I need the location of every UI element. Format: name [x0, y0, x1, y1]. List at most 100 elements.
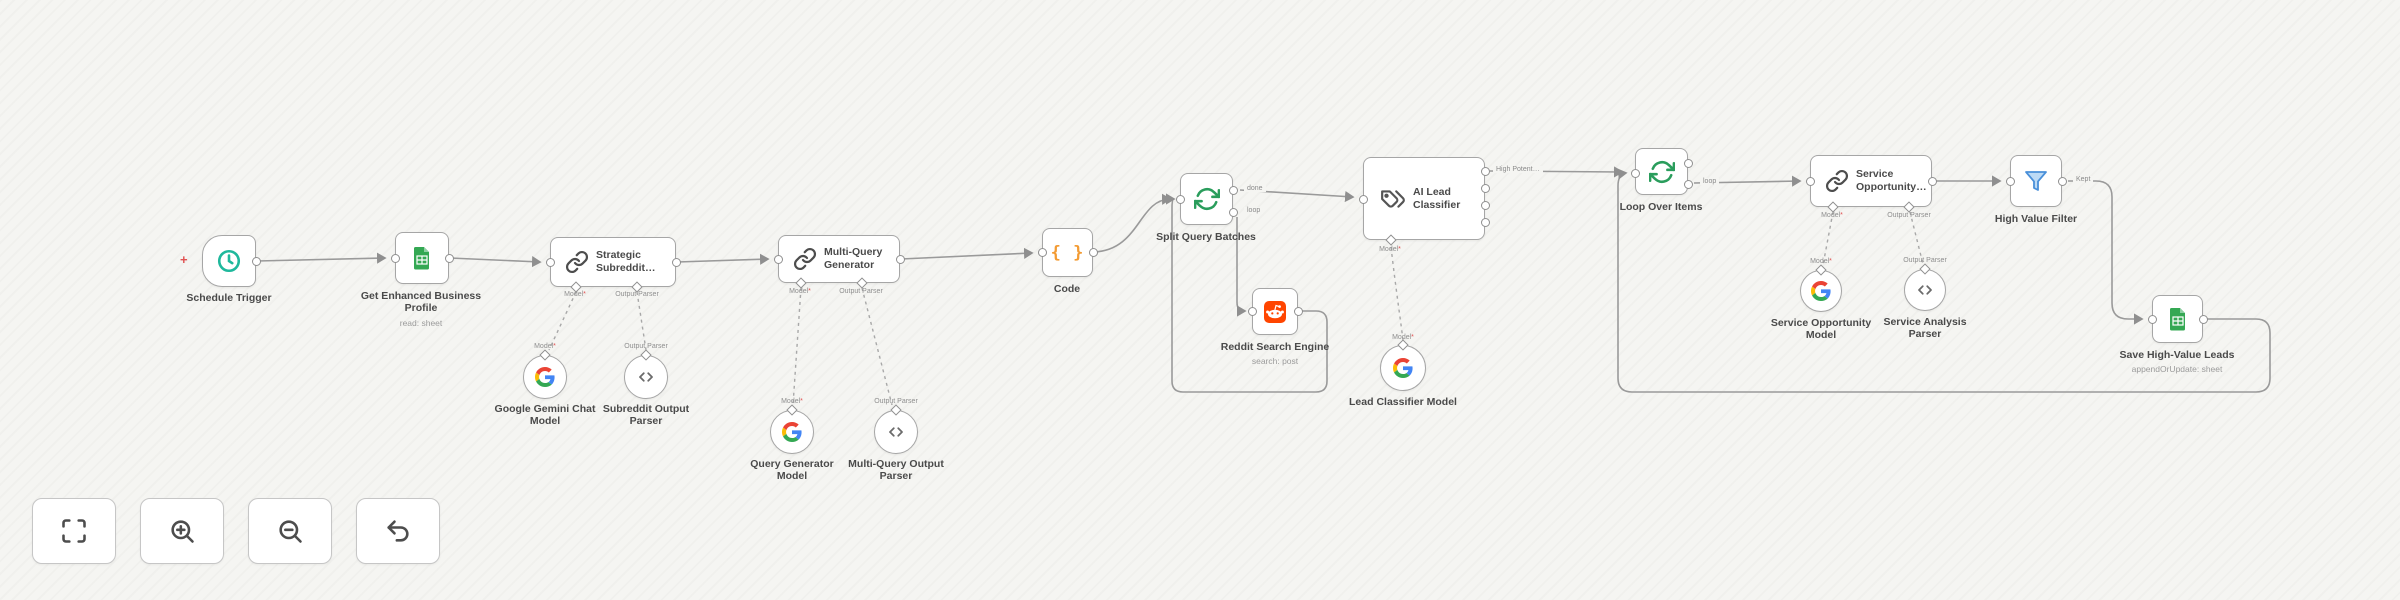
node-ai-lead-classifier[interactable]: AI Lead Classifier — [1358, 157, 1490, 246]
connection-save-loop-loopback[interactable] — [1617, 168, 2271, 393]
input-port[interactable] — [2147, 314, 2157, 324]
code-brackets-icon — [1916, 281, 1934, 299]
output-port[interactable] — [895, 254, 905, 264]
node-strategic-subreddit[interactable]: Strategic Subreddit… — [545, 237, 681, 293]
output-label-loop: loop — [1700, 178, 1720, 185]
output-port-3[interactable] — [1480, 201, 1490, 210]
node-get-enhanced-business-profile[interactable] — [390, 232, 454, 284]
output-port-1[interactable] — [1480, 167, 1490, 176]
input-port[interactable] — [1630, 169, 1640, 178]
output-port-loop[interactable] — [1228, 208, 1238, 217]
connection-split-reddit[interactable] — [1236, 217, 1247, 317]
node-reddit-search-engine[interactable] — [1247, 288, 1303, 335]
node-title: AI Lead Classifier — [1413, 185, 1461, 211]
connection-reddit-split-loopback[interactable] — [1165, 193, 1328, 393]
node-query-generator-model[interactable] — [770, 404, 814, 454]
node-label: High Value Filter — [1994, 213, 2078, 225]
output-port-done[interactable] — [1228, 186, 1238, 195]
input-port[interactable] — [773, 254, 783, 264]
connection-profile-strategic[interactable] — [449, 256, 542, 268]
port-label-model: Model* — [1810, 258, 1832, 265]
node-sublabel: appendOrUpdate: sheet — [2131, 364, 2223, 375]
input-port[interactable] — [545, 257, 555, 267]
connection-code-split[interactable] — [1093, 193, 1172, 253]
zoom-out-button[interactable] — [248, 498, 332, 564]
input-port[interactable] — [1805, 176, 1815, 186]
output-port-done[interactable] — [1683, 159, 1693, 168]
input-port[interactable] — [1247, 307, 1257, 316]
output-port[interactable] — [1293, 307, 1303, 316]
node-high-value-filter[interactable] — [2005, 155, 2067, 207]
fit-view-button[interactable] — [32, 498, 116, 564]
node-save-high-value-leads[interactable] — [2147, 295, 2208, 343]
output-port-2[interactable] — [1480, 184, 1490, 193]
input-port[interactable] — [390, 253, 400, 263]
output-port-loop[interactable] — [1683, 180, 1693, 189]
node-title: Multi-Query Generator — [824, 246, 883, 271]
node-label: Reddit Search Engine — [1220, 341, 1330, 353]
google-g-icon — [1393, 358, 1413, 378]
output-port[interactable] — [2057, 176, 2067, 186]
chain-link-icon — [793, 247, 817, 271]
connection-multiquery-code[interactable] — [900, 247, 1034, 260]
output-port[interactable] — [2198, 314, 2208, 324]
node-multi-query-generator[interactable]: Multi-Query Generator — [773, 235, 905, 289]
output-port[interactable] — [1088, 248, 1098, 257]
port-label-model: Model* — [1392, 334, 1414, 341]
node-label: Subreddit Output Parser — [602, 403, 690, 428]
zoom-in-button[interactable] — [140, 498, 224, 564]
input-port[interactable] — [1037, 248, 1047, 257]
output-port-4[interactable] — [1480, 218, 1490, 227]
google-sheets-icon — [2167, 307, 2189, 331]
node-label: Service Opportunity Model — [1770, 317, 1872, 342]
connection-filter-save[interactable] — [2068, 180, 2144, 325]
node-lead-classifier-model[interactable] — [1380, 339, 1426, 391]
output-port[interactable] — [444, 253, 454, 263]
chain-link-icon — [1825, 169, 1849, 193]
undo-button[interactable] — [356, 498, 440, 564]
curly-braces-icon: { } — [1050, 242, 1085, 263]
node-service-opportunity[interactable]: Service Opportunity… — [1805, 155, 1937, 213]
node-label: Loop Over Items — [1619, 201, 1703, 213]
connection-classifier-model[interactable] — [1390, 246, 1404, 341]
google-g-icon — [1811, 281, 1831, 301]
google-g-icon — [782, 422, 802, 442]
connection-service-parser[interactable] — [1909, 211, 1924, 265]
port-label-model: Model* — [564, 291, 586, 298]
node-label: Lead Classifier Model — [1349, 396, 1457, 408]
node-schedule-trigger[interactable] — [202, 235, 261, 287]
port-label-model: Model* — [789, 288, 811, 295]
input-port[interactable] — [2005, 176, 2015, 186]
connection-multiquery-model[interactable] — [792, 287, 802, 406]
node-google-gemini-chat-model[interactable] — [523, 349, 567, 399]
node-service-opportunity-model[interactable] — [1800, 264, 1842, 312]
node-loop-over-items[interactable] — [1630, 148, 1693, 195]
undo-icon — [384, 517, 412, 545]
connection-strategic-parser[interactable] — [636, 291, 647, 351]
connection-strategic-gemini[interactable] — [548, 291, 577, 351]
funnel-icon — [2024, 169, 2048, 193]
input-port[interactable] — [1358, 195, 1368, 204]
output-port[interactable] — [251, 256, 261, 266]
output-port[interactable] — [671, 257, 681, 267]
node-label: Multi-Query Output Parser — [848, 458, 944, 483]
node-service-analysis-parser[interactable] — [1904, 263, 1946, 311]
port-label-output-parser: Output Parser — [624, 343, 668, 350]
connection-multiquery-parser[interactable] — [861, 287, 893, 406]
connection-strategic-multiquery[interactable] — [676, 253, 770, 265]
node-label: Code — [1053, 283, 1081, 295]
connection-service-model[interactable] — [1822, 211, 1834, 266]
node-subreddit-output-parser[interactable] — [624, 349, 668, 399]
node-title: Strategic Subreddit… — [596, 249, 656, 274]
node-multi-query-output-parser[interactable] — [874, 404, 918, 454]
add-trigger-hint[interactable]: + — [180, 252, 188, 267]
node-label: Save High-Value Leads — [2119, 349, 2235, 361]
output-port[interactable] — [1927, 176, 1937, 186]
input-port[interactable] — [1175, 194, 1185, 204]
node-split-query-batches[interactable] — [1175, 173, 1238, 225]
connection-trigger-profile[interactable] — [256, 252, 387, 264]
node-code[interactable]: { } — [1037, 228, 1098, 277]
chain-link-icon — [565, 250, 589, 274]
port-label-output-parser: Output Parser — [1887, 212, 1931, 219]
